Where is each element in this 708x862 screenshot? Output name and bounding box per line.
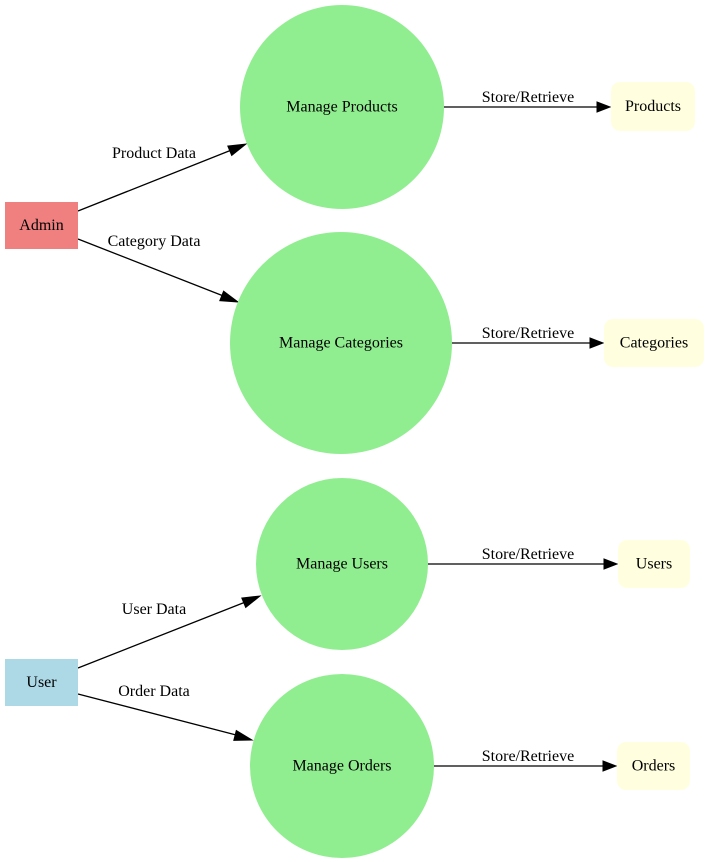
node-manage-orders: Manage Orders — [250, 674, 434, 858]
edges: Product Data Category Data User Data Ord… — [77, 89, 619, 772]
process-circle — [250, 674, 434, 858]
edge-user-manage-users: User Data — [77, 595, 262, 669]
node-label-user: User — [26, 674, 57, 691]
edge-label-store-retrieve: Store/Retrieve — [482, 546, 574, 563]
process-circle — [230, 232, 452, 454]
edge-line — [77, 693, 241, 737]
edge-label-store-retrieve: Store/Retrieve — [482, 325, 574, 342]
arrowhead — [603, 558, 619, 570]
arrowhead — [227, 143, 248, 157]
edge-admin-manage-categories: Category Data — [77, 233, 240, 303]
arrowhead — [241, 595, 262, 609]
edge-label-store-retrieve: Store/Retrieve — [482, 89, 574, 106]
node-manage-products: Manage Products — [240, 5, 444, 209]
node-manage-categories: Manage Categories — [230, 232, 452, 454]
node-manage-users: Manage Users — [256, 478, 428, 650]
arrowhead — [233, 729, 254, 741]
edge-manage-users-users: Store/Retrieve — [428, 546, 619, 570]
node-label-manage-categories: Manage Categories — [279, 335, 403, 352]
node-users: Users — [618, 540, 690, 588]
process-circle — [240, 5, 444, 209]
node-products: Products — [611, 82, 695, 131]
data-store-box — [604, 319, 704, 367]
node-admin: Admin — [5, 202, 78, 249]
process-circle — [256, 478, 428, 650]
node-label-manage-users: Manage Users — [296, 556, 388, 573]
edge-manage-products-products: Store/Retrieve — [442, 89, 612, 113]
edge-label-store-retrieve: Store/Retrieve — [482, 748, 574, 765]
external-entity-box — [5, 202, 78, 249]
node-categories: Categories — [604, 319, 704, 367]
edge-label-user-data: User Data — [122, 601, 186, 618]
node-label-admin: Admin — [19, 217, 63, 234]
node-label-users: Users — [636, 556, 672, 573]
edge-manage-orders-orders: Store/Retrieve — [434, 748, 618, 772]
arrowhead — [589, 337, 605, 349]
edge-line — [77, 148, 235, 212]
node-label-manage-products: Manage Products — [286, 99, 398, 116]
edge-admin-manage-products: Product Data — [77, 143, 248, 212]
node-label-manage-orders: Manage Orders — [292, 758, 391, 775]
node-user: User — [5, 659, 78, 706]
edge-label-order-data: Order Data — [118, 683, 190, 700]
arrowhead — [219, 290, 240, 303]
edge-label-category-data: Category Data — [108, 233, 201, 250]
data-store-box — [618, 540, 690, 588]
external-entity-box — [5, 659, 78, 706]
edge-manage-categories-categories: Store/Retrieve — [452, 325, 605, 349]
node-orders: Orders — [617, 742, 690, 790]
data-store-box — [617, 742, 690, 790]
node-label-products: Products — [625, 98, 681, 115]
edge-line — [77, 600, 249, 669]
edge-label-product-data: Product Data — [112, 145, 196, 162]
edge-user-manage-orders: Order Data — [77, 683, 254, 741]
arrowhead — [602, 760, 618, 772]
data-store-box — [611, 82, 695, 131]
node-label-categories: Categories — [620, 335, 688, 352]
edge-line — [77, 238, 227, 298]
node-label-orders: Orders — [632, 758, 676, 775]
arrowhead — [596, 101, 612, 113]
